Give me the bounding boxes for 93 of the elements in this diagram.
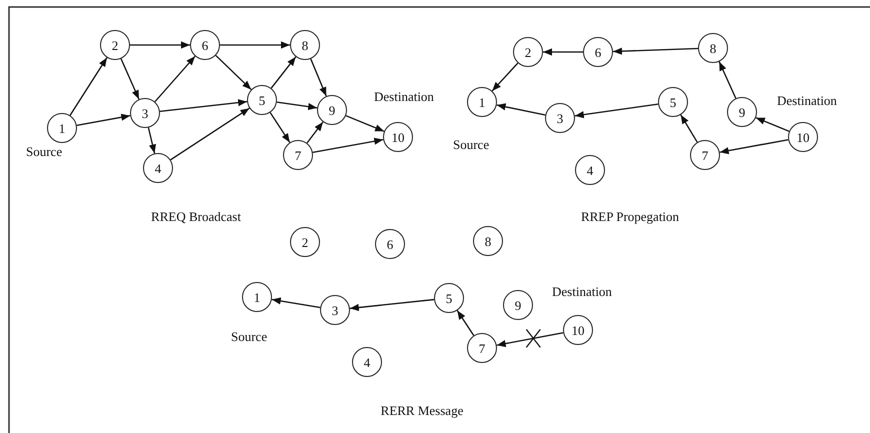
arrow [215,54,252,90]
arrow [496,103,546,116]
arrow [310,58,327,96]
node-number: 8 [710,42,716,54]
arrow [76,114,130,126]
node-caption: Destination [777,93,837,109]
node-caption: Destination [374,89,434,105]
node-number: 2 [302,236,308,248]
arrow [612,48,698,55]
arrow [220,41,290,49]
node-circle [290,227,320,257]
node-number: 10 [572,324,584,336]
arrow [272,297,320,308]
node-circle [320,295,350,325]
node-circle [467,333,497,363]
node-number: 7 [702,148,708,162]
arrow [270,56,296,89]
node-number: 5 [258,94,266,106]
node-number: 6 [386,238,394,250]
node-circle [503,290,533,320]
node-circle [658,87,688,117]
arrow [543,48,583,56]
arrow [130,41,190,49]
node-number: 9 [738,106,746,118]
panel-caption: RREQ Broadcast [151,209,241,225]
node-caption: Destination [552,284,612,300]
node-caption: Source [231,329,268,345]
node-number: 9 [514,298,522,312]
node-number: 10 [392,130,404,144]
node-circle [575,155,605,185]
node-circle [283,140,313,170]
arrow [456,310,474,336]
node-number: 8 [484,234,492,248]
node-circle [290,30,320,60]
node-number: 3 [142,106,148,120]
arrow [120,58,140,100]
arrow [574,103,658,118]
node-circle [473,226,503,256]
node-number: 6 [202,38,208,52]
arrow [170,108,250,160]
arrow [496,332,564,348]
arrow [756,117,790,132]
node-circle [375,229,405,259]
node-number: 3 [332,304,338,316]
arrow [720,139,788,154]
node-number: 10 [796,130,810,144]
arrow [350,298,434,312]
node-number: 4 [154,162,162,174]
node-number: 5 [670,96,676,108]
node-number: 2 [524,46,532,58]
node-number: 6 [594,46,602,58]
node-number: 8 [302,38,308,52]
node-circle [698,33,728,63]
arrow [270,112,290,143]
arrow [148,127,156,154]
node-circle [545,103,575,133]
node-circle [690,140,720,170]
node-circle [143,153,173,183]
arrow [312,138,384,153]
arrow [718,61,736,99]
node-circle [130,98,160,128]
node-number: 5 [446,292,452,304]
panel-caption: RREP Propegation [580,209,680,225]
node-circle [100,30,130,60]
node-circle [352,347,382,377]
node-number: 7 [478,342,486,354]
arrow [346,115,384,132]
node-circle [513,37,543,67]
node-circle [190,30,220,60]
node-number: 4 [364,356,370,368]
node-number: 4 [586,164,594,176]
arrow [154,56,196,102]
arrow [680,114,698,142]
panel-caption: RERR Message [380,403,464,419]
node-caption: Source [453,137,490,153]
node-number: 3 [556,112,564,124]
node-circle [317,95,347,125]
arrow [306,122,324,144]
arrow [160,99,248,112]
arrow [276,101,318,110]
node-circle [583,37,613,67]
arrow [70,57,108,116]
node-number: 1 [58,122,66,134]
node-circle [247,85,277,115]
node-circle [434,283,464,313]
node-number: 1 [478,96,486,108]
node-number: 9 [328,104,336,116]
node-circle [727,97,757,127]
node-number: 1 [254,290,260,304]
node-number: 2 [112,38,118,52]
arrow [492,62,518,92]
node-number: 7 [294,148,302,162]
node-caption: Source [26,144,62,160]
